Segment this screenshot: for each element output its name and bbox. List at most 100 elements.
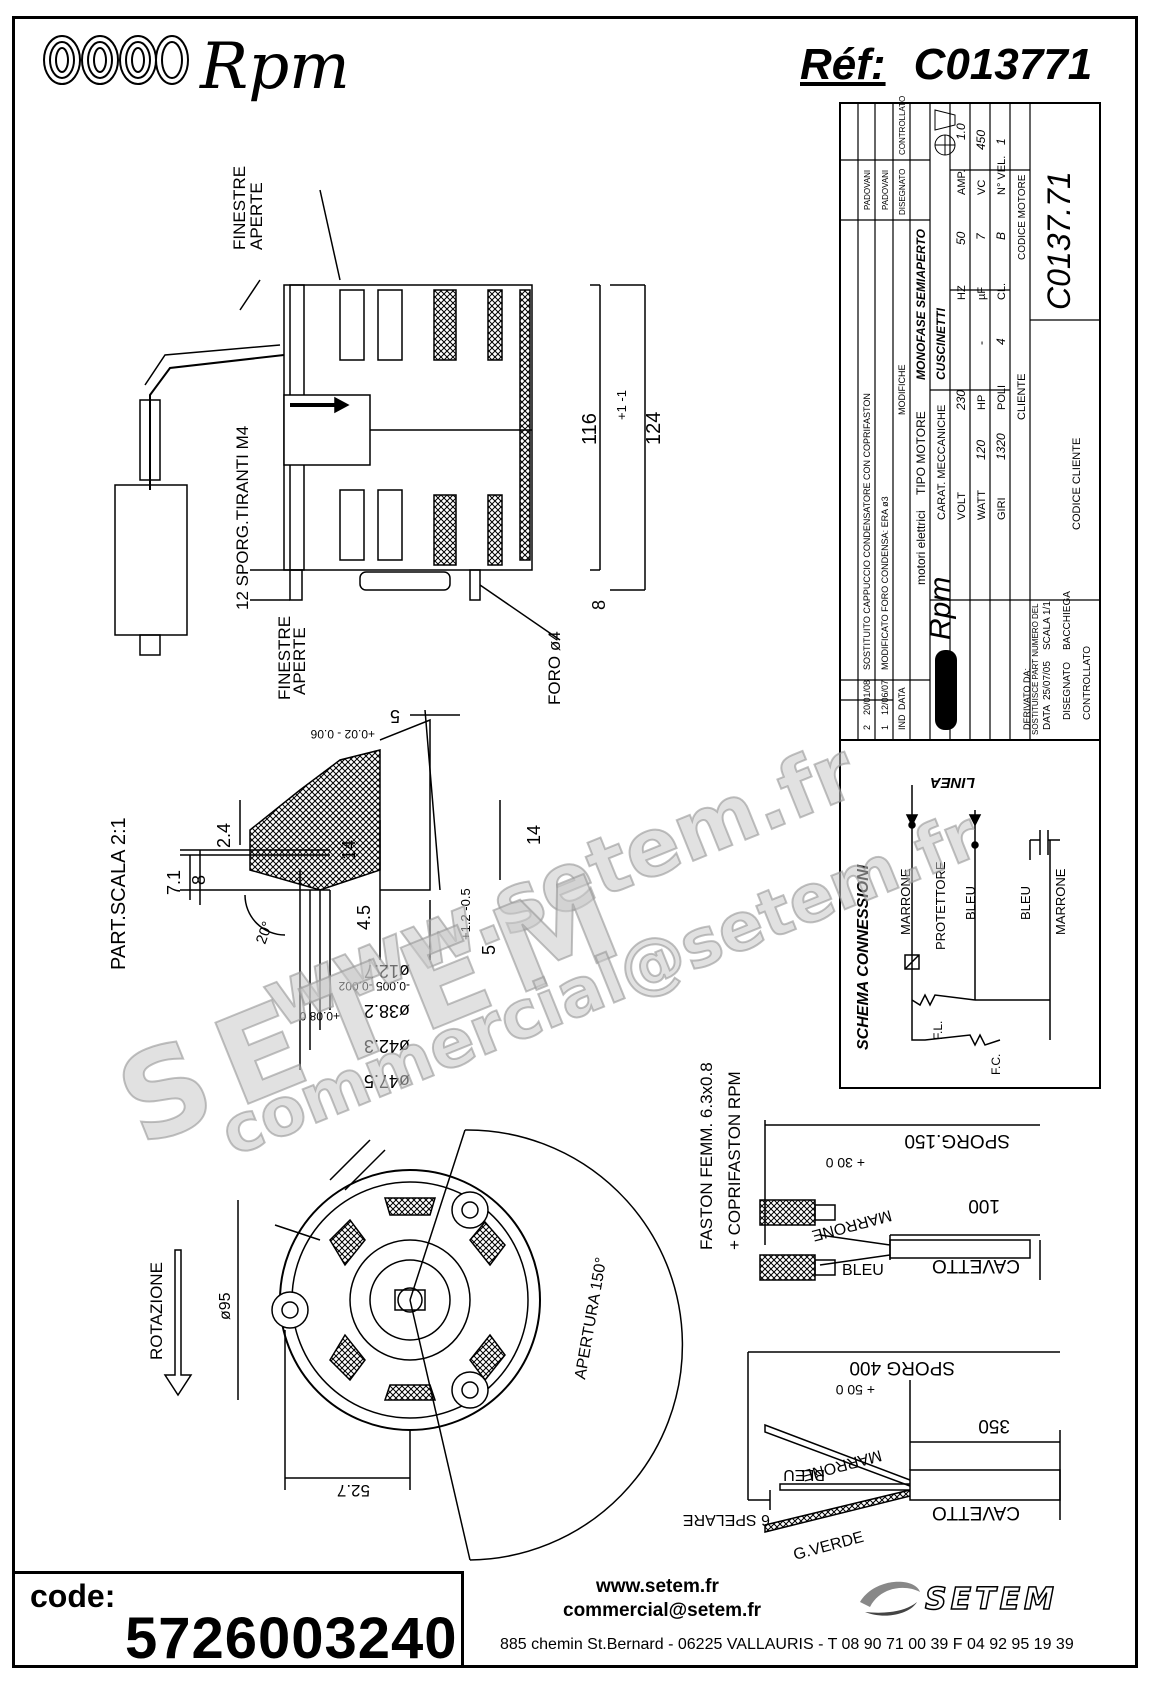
- cl-label: CL.: [996, 283, 1008, 300]
- setem-swirl-icon: [860, 1581, 920, 1616]
- dim-116: 116: [579, 413, 601, 445]
- setem-logo: SETEM: [924, 1581, 1058, 1618]
- rpm-coil-logo: [43, 35, 189, 85]
- ref-value: C013771: [913, 40, 1093, 89]
- footer-website[interactable]: www.setem.fr: [596, 1576, 719, 1597]
- g-verde-label: G.VERDE: [792, 1529, 866, 1564]
- controllato-label-top: CONTROLLATO: [898, 96, 907, 155]
- dim-7-1: 7.1: [164, 870, 184, 895]
- vc-value: 450: [974, 130, 988, 150]
- rpm-sub: motori elettrici: [914, 510, 928, 585]
- volt-value: 230: [954, 390, 968, 411]
- dim-116-tol: +1 -1: [614, 390, 629, 420]
- giri-value: 1320: [994, 433, 1008, 460]
- finestre-label: FINESTRE: [230, 166, 249, 250]
- rev2-text: SOSTITUITO CAPPUCCIO CONDENSATORE CON CO…: [862, 393, 872, 670]
- padovani-1: PADOVANI: [863, 170, 872, 210]
- giri-label: GIRI: [996, 497, 1008, 520]
- poli-value: 4: [994, 338, 1008, 345]
- motor-front-view: [163, 1129, 684, 1561]
- sporg-400-tol: + 50 0: [835, 1382, 875, 1398]
- marrone-schema-1: MARRONE: [898, 868, 913, 935]
- diam-38-2-tol: +0.08 0: [299, 1009, 340, 1023]
- foro-label: FORO ø4: [545, 631, 564, 705]
- amp-value: 1.0: [954, 123, 968, 140]
- faston-label: FASTON FEMM. 6.3x0.8: [697, 1062, 716, 1250]
- codice-motore-value: C0137.71: [1041, 171, 1077, 310]
- hp-value: -: [974, 341, 988, 345]
- dim-14-a: 14: [339, 840, 359, 860]
- ref-label: Réf:: [800, 40, 886, 89]
- vc-label: VC: [976, 180, 988, 195]
- volt-label: VOLT: [956, 492, 968, 520]
- tol-small: +0.02 - 0.06: [310, 727, 375, 741]
- rev2-date: 20/01/08: [862, 680, 872, 715]
- dim-5-b: 5: [390, 706, 400, 726]
- rev-header-data: DATA: [897, 687, 907, 710]
- uf-label: µF: [976, 287, 988, 300]
- rotazione-label: ROTAZIONE: [147, 1262, 166, 1360]
- motor-side-view: [114, 189, 646, 656]
- dim-20-deg: 20°: [253, 919, 277, 946]
- diam-42-3: ø42.3: [364, 1036, 410, 1056]
- cliente-label: CLIENTE: [1016, 374, 1028, 420]
- footer-email[interactable]: commercial@setem.fr: [563, 1600, 762, 1621]
- rev1-ind: 1: [880, 725, 890, 730]
- diam-47-5: ø47.5: [364, 1071, 410, 1091]
- bleu-label-2: BLEU: [783, 1466, 825, 1483]
- rev1-date: 12/06/07: [880, 680, 890, 715]
- amp-label: AMP.: [956, 170, 968, 195]
- dim-14-b: 14: [524, 825, 544, 845]
- bleu-schema-1: BLEU: [963, 886, 978, 920]
- uf-value: 7: [974, 232, 988, 240]
- sporg-150-label: SPORG.150: [904, 1130, 1010, 1151]
- rpm-motor-logo: Rpm: [924, 577, 957, 730]
- diam-38-2: ø38.2: [364, 1001, 410, 1021]
- cavetto-label-2: CAVETTO: [932, 1502, 1020, 1523]
- dim-52-7: 52.7: [337, 1481, 370, 1500]
- data-value: 25/07/05: [1042, 661, 1053, 700]
- disegnato-label: DISEGNATO: [1062, 662, 1073, 720]
- schema-title: SCHEMA CONNESSIONI: [855, 864, 872, 1050]
- footer-address: 885 chemin St.Bernard - 06225 VALLAURIS …: [500, 1636, 1074, 1653]
- linea-label: LINEA: [930, 774, 975, 791]
- derivato-label: DERIVATO DA:: [1022, 668, 1032, 730]
- watt-value: 120: [974, 440, 988, 460]
- disegnato-label-top: DISEGNATO: [898, 169, 907, 215]
- scala-label: SCALA: [1042, 617, 1053, 650]
- dim-2-4: 2.4: [214, 823, 234, 848]
- rev-header-modifiche: MODIFICHE: [897, 365, 907, 416]
- diam-12-7: ø12.7: [364, 961, 410, 981]
- dim-350: 350: [978, 1415, 1010, 1436]
- bleu-schema-2: BLEU: [1018, 886, 1033, 920]
- poli-label: POLI: [996, 385, 1008, 410]
- reference: Réf: C013771: [800, 40, 1092, 90]
- rpm-motor-logo-text: Rpm: [924, 577, 957, 640]
- dim-100: 100: [968, 1195, 1000, 1216]
- part-scala-label: PART.SCALA 2:1: [108, 817, 130, 970]
- nvel-value: 1: [994, 138, 1008, 145]
- fl-label: F.L.: [931, 1021, 945, 1040]
- hz-value: 50: [954, 231, 968, 245]
- codice-cliente-label: CODICE CLIENTE: [1071, 438, 1083, 530]
- apertura-label: APERTURA 150°: [572, 1256, 610, 1381]
- hp-label: HP: [976, 395, 988, 410]
- data-label: DATA: [1042, 704, 1053, 730]
- protettore-label: PROTETTORE: [933, 861, 948, 950]
- code-box: [12, 1571, 464, 1668]
- connection-schema: [904, 785, 1060, 1047]
- bleu-label-1: BLEU: [842, 1262, 884, 1279]
- dim-8: 8: [589, 600, 609, 610]
- bacchiega-label: BACCHIEGA: [1062, 591, 1073, 650]
- fc-label: F.C.: [989, 1054, 1003, 1075]
- cl-value: B: [994, 232, 1008, 240]
- carat-label: CARAT. MECCANICHE: [936, 405, 948, 520]
- aperte-label-2: APERTE: [290, 627, 309, 695]
- sporg-tiranti-label: 12 SPORG.TIRANTI M4: [233, 426, 252, 610]
- rev2-ind: 2: [862, 725, 872, 730]
- cable-detail-faston: [759, 1120, 1041, 1281]
- coprifaston-label: + COPRIFASTON RPM: [725, 1071, 744, 1250]
- code-label: code:: [30, 1578, 116, 1614]
- title-block: [839, 102, 1101, 1089]
